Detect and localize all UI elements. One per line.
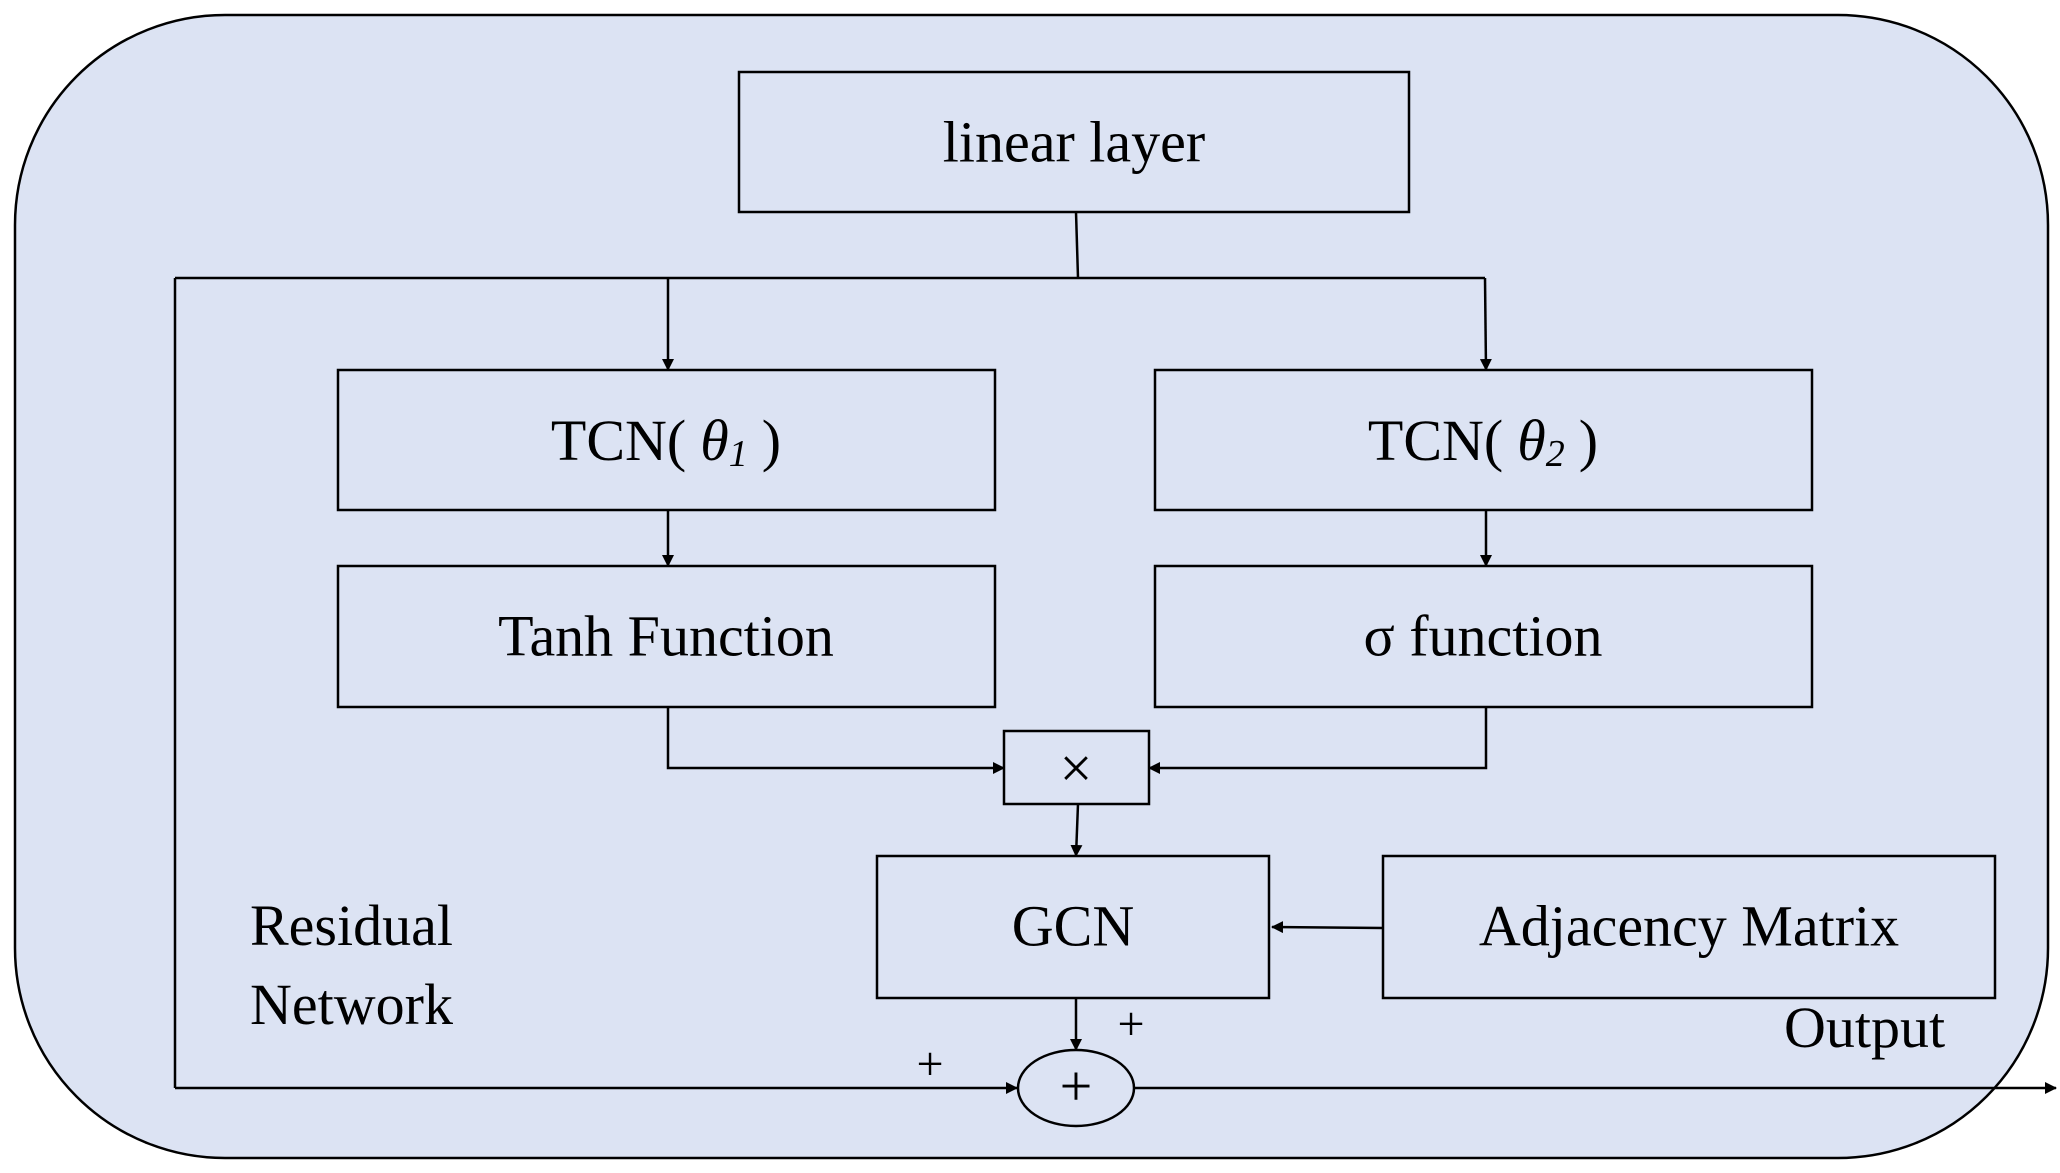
tcn2-prefix: TCN( bbox=[1368, 408, 1503, 473]
tcn1-label: TCN(θ1) bbox=[551, 408, 781, 476]
gcn-box bbox=[875, 854, 1271, 1000]
residual-connection bbox=[173, 211, 1485, 1088]
outer-panel bbox=[13, 13, 2050, 1160]
tcn1-subscript: 1 bbox=[729, 433, 748, 475]
plus-sign-gcn: + bbox=[1117, 998, 1144, 1051]
arrow-sigma-to-multiply bbox=[1148, 707, 1488, 774]
tcn1-suffix: ) bbox=[762, 408, 781, 473]
tcn2-suffix: ) bbox=[1579, 408, 1598, 473]
gcn-label: GCN bbox=[1012, 894, 1134, 959]
arrow-tanh-to-multiply bbox=[666, 707, 1005, 774]
arrow-adjacency-to-gcn bbox=[1271, 921, 1384, 934]
sum-symbol: + bbox=[1060, 1054, 1093, 1119]
linear-layer-label: linear layer bbox=[943, 110, 1205, 175]
sum-node bbox=[1016, 1048, 1136, 1128]
tcn2-subscript: 2 bbox=[1546, 433, 1565, 475]
tanh-label: Tanh Function bbox=[498, 604, 834, 669]
output-label: Output bbox=[1784, 995, 1945, 1060]
sigma-box bbox=[1153, 564, 1814, 709]
residual-label-line2: Network bbox=[250, 972, 453, 1037]
tcn1-theta: θ bbox=[700, 408, 729, 473]
tcn2-label: TCN(θ2) bbox=[1368, 408, 1598, 476]
multiply-label: × bbox=[1060, 736, 1093, 801]
linear-layer-box bbox=[737, 70, 1411, 214]
residual-label-line1: Residual bbox=[250, 893, 453, 958]
arrow-multiply-to-gcn bbox=[1070, 803, 1083, 857]
adjacency-matrix-box bbox=[1381, 854, 1997, 1000]
tcn2-theta: θ bbox=[1517, 408, 1546, 473]
multiply-box bbox=[1002, 729, 1151, 806]
adjacency-matrix-label: Adjacency Matrix bbox=[1479, 894, 1899, 959]
tcn1-prefix: TCN( bbox=[551, 408, 686, 473]
tcn2-box bbox=[1153, 368, 1814, 512]
tcn1-box bbox=[336, 368, 997, 512]
sigma-label: σ function bbox=[1363, 604, 1602, 669]
tanh-box bbox=[336, 564, 997, 709]
plus-sign-residual: + bbox=[916, 1038, 943, 1091]
arrow-to-tcn2 bbox=[1479, 277, 1492, 371]
